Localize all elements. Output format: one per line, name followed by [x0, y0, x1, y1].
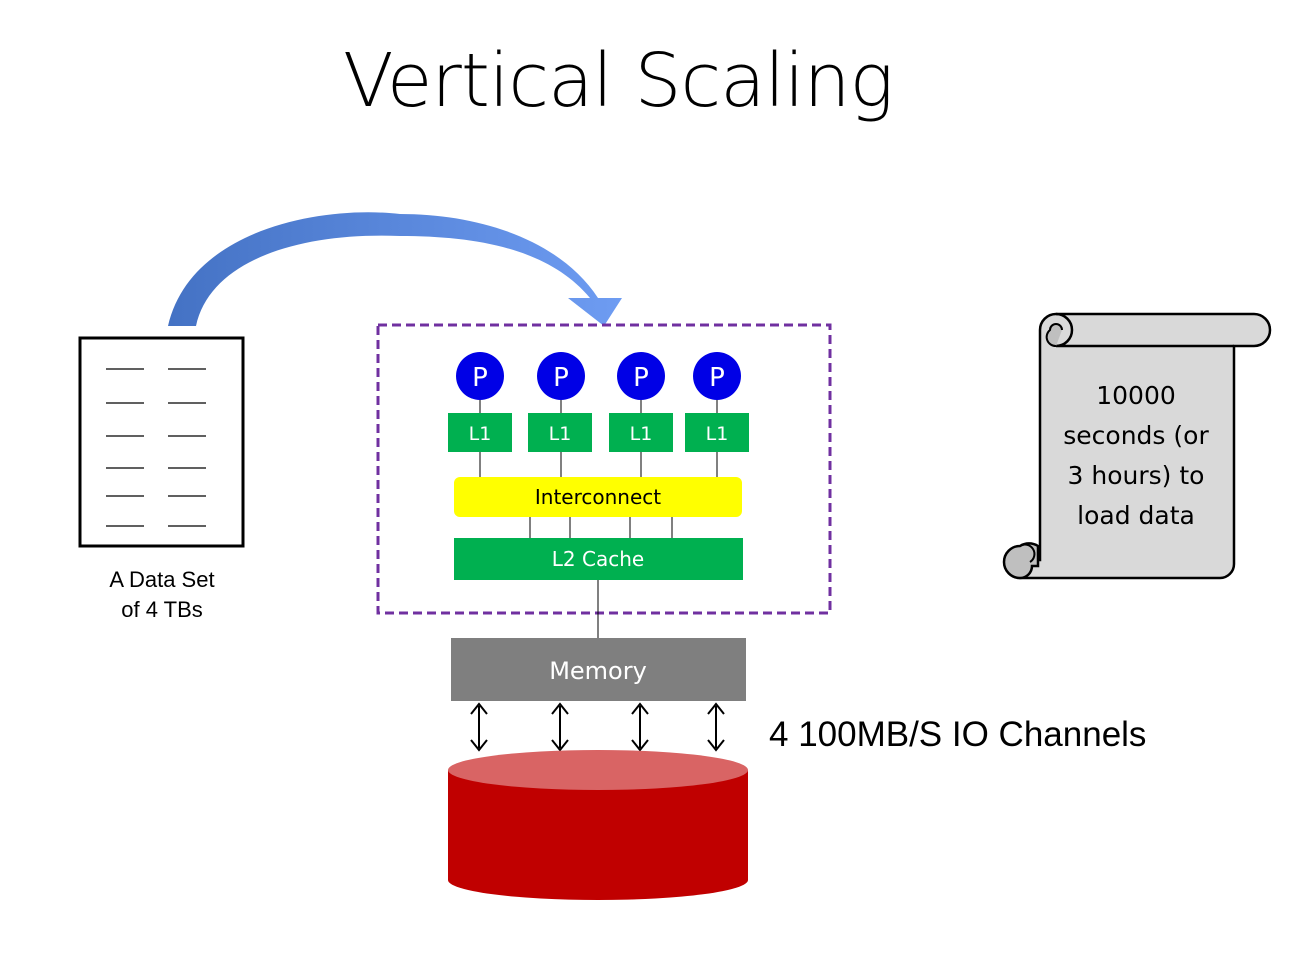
- scroll-text-line4: load data: [1077, 501, 1195, 530]
- processor-label: P: [472, 363, 488, 393]
- processor-frame: [376, 323, 832, 615]
- processor-label: P: [709, 363, 725, 393]
- l1-label: L1: [630, 423, 653, 445]
- l1-cache-1: L1: [448, 413, 512, 452]
- l1-label: L1: [469, 423, 492, 445]
- scroll-text-line1: 10000: [1096, 381, 1176, 410]
- interconnect-bar: Interconnect: [454, 477, 742, 517]
- io-channel-arrows: [470, 702, 725, 752]
- l1-cache-4: L1: [685, 413, 749, 452]
- processor-1: P: [456, 352, 504, 400]
- processor-label: P: [633, 363, 649, 393]
- io-arrow-4: [707, 702, 725, 752]
- scroll-icon: [1002, 312, 1272, 580]
- transfer-arrow: [168, 212, 622, 326]
- dataset-label-line1: A Data Set: [109, 567, 215, 592]
- dataset-label: A Data Set of 4 TBs: [62, 565, 262, 625]
- processor-3: P: [617, 352, 665, 400]
- l1-cache-2: L1: [528, 413, 592, 452]
- io-arrow-3: [631, 702, 649, 752]
- processor-label: P: [553, 363, 569, 393]
- interconnect-label: Interconnect: [535, 485, 661, 509]
- l1-label: L1: [549, 423, 572, 445]
- io-channels-label: 4 100MB/S IO Channels: [769, 715, 1147, 754]
- slide-title: Vertical Scaling: [343, 38, 894, 124]
- l1-cache-3: L1: [609, 413, 673, 452]
- scroll-text-line3: 3 hours) to: [1067, 461, 1205, 490]
- connector-lines: [479, 400, 718, 638]
- l1-label: L1: [706, 423, 729, 445]
- io-arrow-1: [470, 702, 488, 752]
- l2-cache-bar: L2 Cache: [454, 538, 743, 580]
- l2-cache-label: L2 Cache: [552, 547, 644, 571]
- scroll-text-line2: seconds (or: [1063, 421, 1209, 450]
- dataset-label-line2: of 4 TBs: [121, 597, 203, 622]
- scroll-text: 10000 seconds (or 3 hours) to load data: [1046, 376, 1226, 536]
- processor-4: P: [693, 352, 741, 400]
- io-arrow-2: [551, 702, 569, 752]
- disk-cylinder-icon: [448, 750, 748, 900]
- dataset-document: [78, 336, 245, 548]
- memory-label: Memory: [549, 657, 647, 685]
- processor-2: P: [537, 352, 585, 400]
- memory-block: Memory: [451, 638, 746, 701]
